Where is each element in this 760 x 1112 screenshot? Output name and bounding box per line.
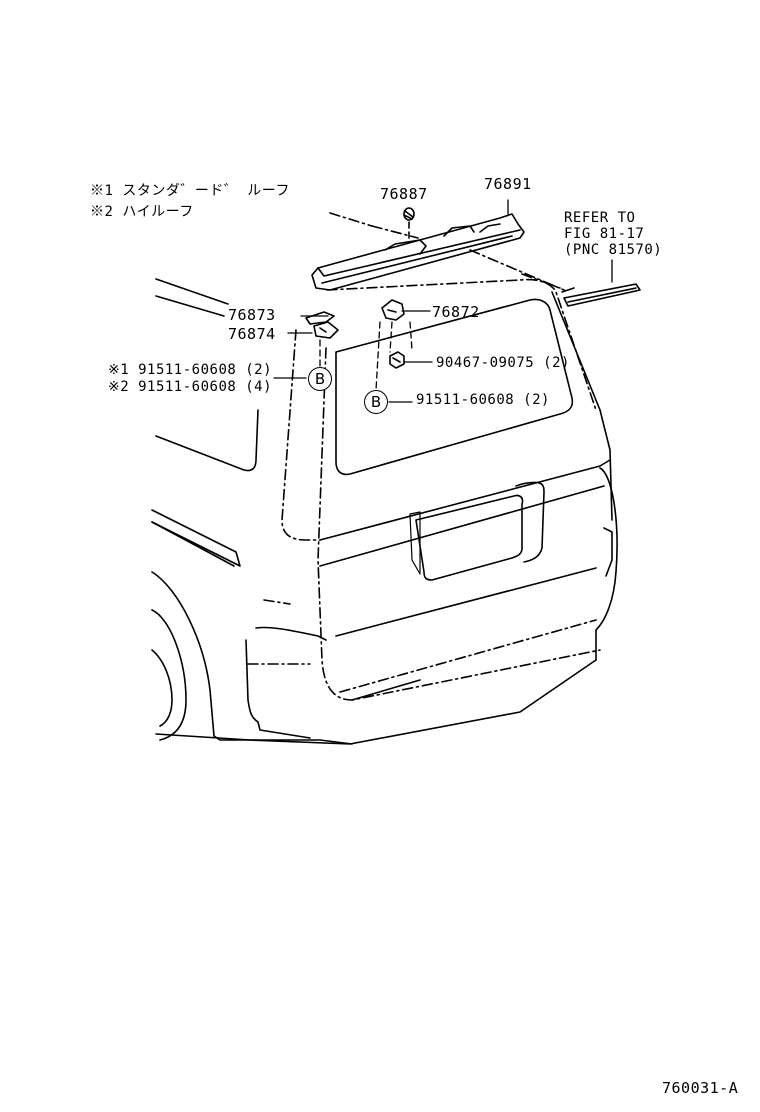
part-label-91511-high: ※2 91511-60608 (4) xyxy=(108,379,273,395)
part-label-90467: 90467-09075 (2) xyxy=(436,355,570,371)
refer-line-3: (PNC 81570) xyxy=(564,242,663,258)
part-label-91511-right: 91511-60608 (2) xyxy=(416,392,550,408)
part-label-76873: 76873 xyxy=(228,306,276,324)
note-standard-roof: ※1 スタンダ゛ード゛ ルーフ xyxy=(90,183,290,199)
refer-line-1: REFER TO xyxy=(564,210,636,226)
leader-lines xyxy=(273,199,613,403)
part-label-76891: 76891 xyxy=(484,175,532,193)
figure-id: 760031-A xyxy=(662,1079,739,1097)
part-label-76874: 76874 xyxy=(228,325,276,343)
part-label-76887: 76887 xyxy=(380,185,428,203)
roof-lines xyxy=(155,212,373,317)
note-high-roof: ※2 ハイルーフ xyxy=(90,204,194,220)
refer-line-2: FIG 81-17 xyxy=(564,226,645,242)
part-label-91511-standard: ※1 91511-60608 (2) xyxy=(108,362,273,378)
callout-bubble-b-right: B xyxy=(364,390,388,414)
part-label-76872: 76872 xyxy=(432,303,480,321)
clip-parts xyxy=(305,299,405,369)
rear-spoiler-shape xyxy=(311,207,525,291)
back-door-shape xyxy=(281,278,613,701)
callout-bubble-b-left: B xyxy=(308,367,332,391)
body-side-shape xyxy=(151,409,618,745)
